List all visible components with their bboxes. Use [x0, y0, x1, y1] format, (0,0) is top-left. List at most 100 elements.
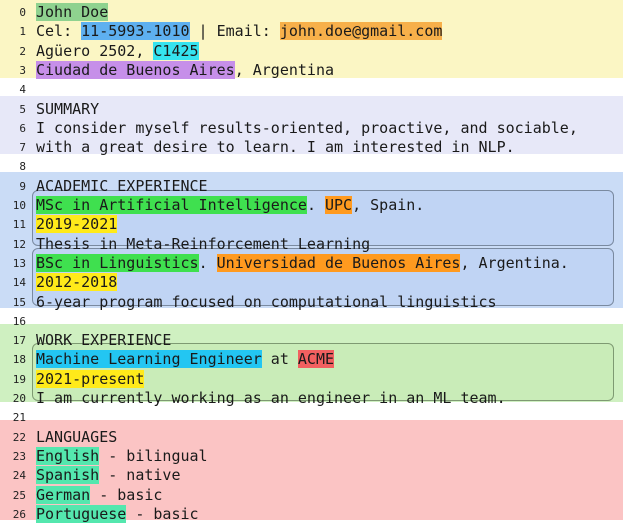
- plain-text: - bilingual: [99, 446, 208, 465]
- line-text: Cel: 11-5993-1010 | Email: john.doe@gmai…: [36, 22, 443, 41]
- line-text: English - bilingual: [36, 446, 208, 466]
- line-10: 10 MSc in Artificial Intelligence. UPC, S…: [0, 196, 623, 215]
- line-16: 16: [0, 312, 623, 331]
- line-number: 24: [12, 469, 26, 483]
- line-number: 22: [12, 430, 26, 444]
- highlight-degree: MSc in Artificial Intelligence: [36, 196, 307, 214]
- line-number: 13: [12, 256, 26, 270]
- plain-text: .: [306, 196, 325, 214]
- line-number: 14: [12, 276, 26, 290]
- line-17: 17 WORK EXPERIENCE: [0, 331, 623, 350]
- line-text: Thesis in Meta-Reinforcement Learning: [36, 235, 370, 254]
- highlight-name: John Doe: [36, 3, 109, 21]
- line-number: 3: [19, 63, 26, 77]
- highlight-lang: German: [36, 485, 91, 504]
- highlight-email: john.doe@gmail.com: [279, 22, 443, 41]
- line-number: 5: [19, 102, 26, 116]
- plain-text: - basic: [126, 504, 199, 523]
- line-number: 4: [19, 83, 26, 97]
- line-26: 26 Portuguese - basic: [0, 504, 623, 524]
- line-3: 3 Ciudad de Buenos Aires, Argentina: [0, 60, 623, 80]
- line-number: 9: [19, 179, 26, 193]
- line-number: 17: [12, 334, 26, 348]
- line-text: 2019-2021: [36, 215, 118, 234]
- line-22: 22 LANGUAGES: [0, 428, 623, 447]
- line-11: 11 2019-2021: [0, 215, 623, 234]
- plain-text: .: [198, 253, 217, 272]
- line-23: 23 English - bilingual: [0, 446, 623, 466]
- line-25: 25 German - basic: [0, 485, 623, 505]
- line-text: Ciudad de Buenos Aires, Argentina: [36, 60, 334, 80]
- line-21: 21: [0, 408, 623, 427]
- highlight-city: Ciudad de Buenos Aires: [36, 60, 235, 79]
- line-number: 0: [19, 6, 26, 19]
- line-text: John Doe: [36, 3, 109, 22]
- highlight-company: ACME: [297, 350, 335, 369]
- highlight-phone: 11-5993-1010: [81, 22, 190, 41]
- plain-text: I am currently working as an engineer in…: [36, 389, 506, 407]
- plain-text: I consider myself results-oriented, proa…: [36, 118, 578, 137]
- line-number: 12: [12, 237, 26, 251]
- highlight-year: 2012-2018: [36, 273, 118, 292]
- plain-text: - native: [99, 466, 181, 485]
- plain-text: ACADEMIC EXPERIENCE: [36, 176, 208, 195]
- line-number: 23: [12, 449, 26, 463]
- line-text: I consider myself results-oriented, proa…: [36, 119, 578, 138]
- line-text: SUMMARY: [36, 100, 99, 119]
- plain-text: , Argentina.: [460, 253, 569, 272]
- line-13: 13 BSc in Linguistics. Universidad de Bue…: [0, 253, 623, 273]
- line-text: WORK EXPERIENCE: [36, 331, 171, 350]
- line-24: 24 Spanish - native: [0, 466, 623, 485]
- plain-text: , Spain.: [352, 196, 425, 214]
- plain-text: SUMMARY: [36, 99, 100, 118]
- plain-text: LANGUAGES: [36, 427, 118, 446]
- line-number: 1: [19, 25, 26, 39]
- section-band-summary: [0, 96, 623, 154]
- line-19: 19 2021-present: [0, 369, 623, 389]
- line-number: 25: [12, 488, 26, 502]
- line-text: 6-year program focused on computational …: [36, 293, 497, 312]
- highlight-degree: BSc in Linguistics: [36, 253, 199, 272]
- plain-text: Thesis in Meta-Reinforcement Learning: [36, 234, 371, 253]
- line-number: 15: [12, 295, 26, 309]
- line-8: 8: [0, 157, 623, 176]
- line-text: German - basic: [36, 485, 163, 505]
- line-text: Spanish - native: [36, 466, 181, 485]
- line-number: 10: [12, 199, 26, 212]
- line-15: 15 6-year program focused on computationa…: [0, 293, 623, 312]
- line-number: 19: [12, 372, 26, 386]
- plain-text: 6-year program focused on computational …: [36, 292, 497, 311]
- line-text: Agüero 2502, C1425: [36, 41, 199, 61]
- highlight-role: Machine Learning Engineer: [36, 350, 262, 369]
- line-2: 2 Agüero 2502, C1425: [0, 41, 623, 61]
- line-number: 6: [19, 121, 26, 135]
- line-number: 2: [19, 44, 26, 58]
- line-number: 26: [12, 507, 26, 521]
- plain-text: - basic: [90, 485, 163, 504]
- highlight-uni: Universidad de Buenos Aires: [216, 253, 461, 272]
- line-number: 20: [12, 392, 26, 405]
- highlight-year: 2019-2021: [36, 215, 118, 234]
- line-text: MSc in Artificial Intelligence. UPC, Spa…: [36, 196, 424, 215]
- plain-text: Cel:: [36, 22, 82, 41]
- highlight-uni: UPC: [325, 196, 353, 214]
- section-band-languages: [0, 420, 623, 520]
- plain-text: | Email:: [189, 22, 280, 41]
- line-number: 11: [12, 218, 26, 232]
- highlight-lang: Portuguese: [36, 504, 127, 523]
- line-7: 7 with a great desire to learn. I am inte…: [0, 138, 623, 157]
- line-text: Machine Learning Engineer at ACME: [36, 350, 335, 369]
- plain-text: WORK EXPERIENCE: [36, 331, 172, 350]
- line-number: 21: [12, 411, 26, 425]
- line-1: 1 Cel: 11-5993-1010 | Email: john.doe@gma…: [0, 22, 623, 41]
- line-text: LANGUAGES: [36, 428, 117, 447]
- line-text: Portuguese - basic: [36, 504, 199, 524]
- plain-text: Agüero 2502,: [36, 41, 154, 60]
- highlight-year: 2021-present: [36, 369, 145, 388]
- line-text: 2021-present: [36, 369, 145, 389]
- line-20: 20 I am currently working as an engineer …: [0, 389, 623, 408]
- line-14: 14 2012-2018: [0, 273, 623, 292]
- plain-text: with a great desire to learn. I am inter…: [36, 138, 515, 157]
- line-number: 18: [12, 353, 26, 367]
- line-number: 7: [19, 141, 26, 155]
